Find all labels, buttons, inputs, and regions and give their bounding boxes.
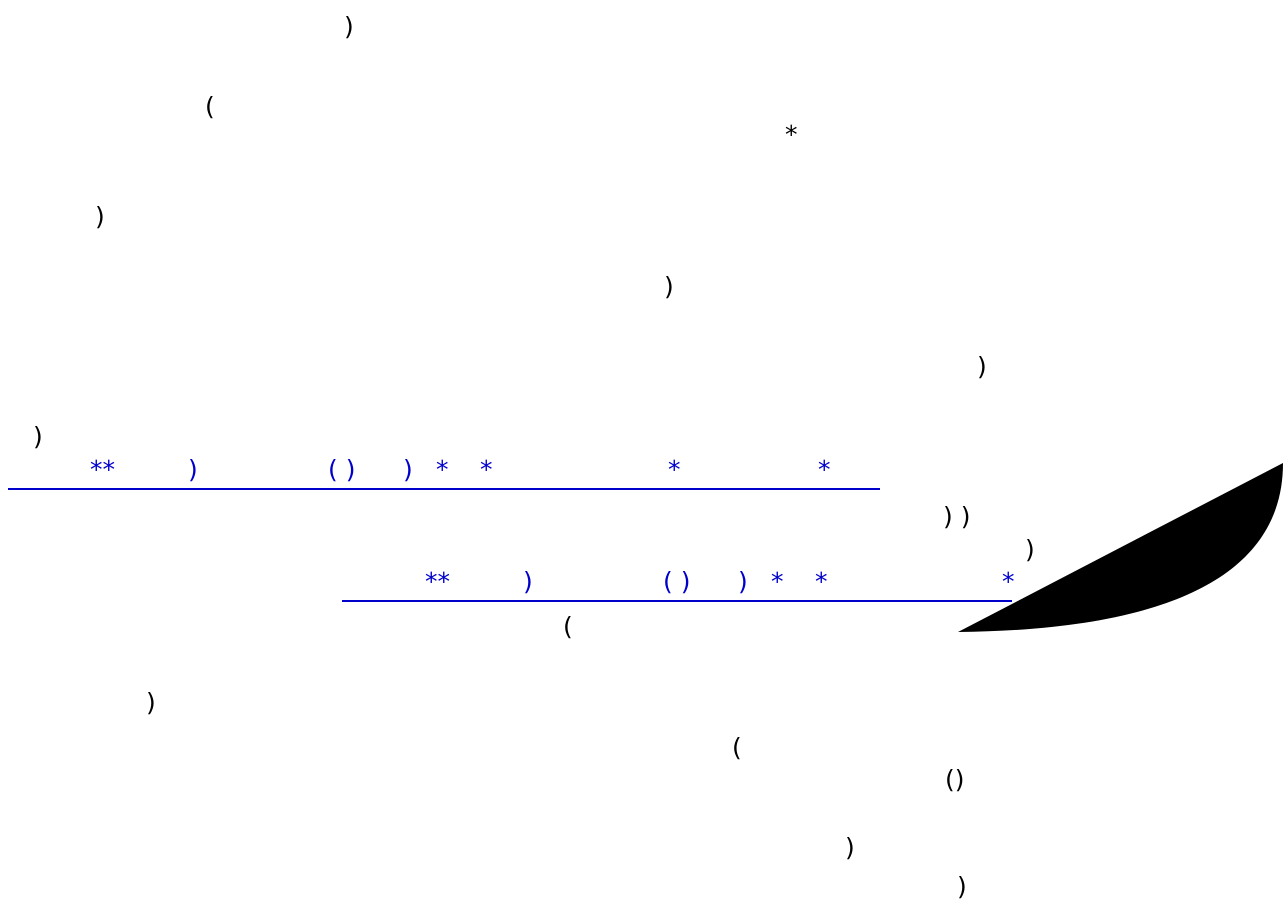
link-row-1-paren-a[interactable]: ) [188,455,198,484]
link-row-2[interactable] [342,570,1012,602]
link-row-1[interactable] [8,458,880,490]
link-row-2-asterisk-b[interactable]: * [815,567,828,596]
link-row-2-asterisk-a[interactable]: * [771,567,784,596]
glyph-paren-12: () [945,765,965,794]
link-row-1-asterisk-c[interactable]: * [668,455,681,484]
glyph-paren-5: ) [977,352,987,381]
link-row-1-parens[interactable]: ( ) [328,455,356,484]
link-row-1-asterisks[interactable]: ** [90,455,115,484]
glyph-paren-2: ( [205,92,215,121]
glyph-asterisk-1: * [785,120,798,149]
link-row-2-asterisks[interactable]: ** [425,567,450,596]
glyph-paren-3: ) [95,202,105,231]
link-row-1-asterisk-a[interactable]: * [436,455,449,484]
glyph-paren-14: ) [957,872,967,901]
glyph-paren-7: ) ) [943,502,971,531]
link-row-1-asterisk-d[interactable]: * [818,455,831,484]
glyph-paren-4: ) [664,272,674,301]
glyph-paren-11: ( [732,733,742,762]
glyph-paren-6: ) [33,422,43,451]
link-row-1-paren-b[interactable]: ) [403,455,413,484]
glyph-paren-8: ) [1025,535,1035,564]
link-row-2-asterisk-c[interactable]: * [1002,567,1015,596]
glyph-paren-13: ) [845,833,855,862]
link-row-2-paren-b[interactable]: ) [738,567,748,596]
glyph-paren-9: ( [563,612,573,641]
link-row-1-asterisk-b[interactable]: * [480,455,493,484]
glyph-paren-10: ) [146,688,156,717]
link-row-2-paren-a[interactable]: ) [523,567,533,596]
link-row-2-parens[interactable]: ( ) [663,567,691,596]
glyph-paren-1: ) [344,12,354,41]
blade-shape [958,463,1283,632]
